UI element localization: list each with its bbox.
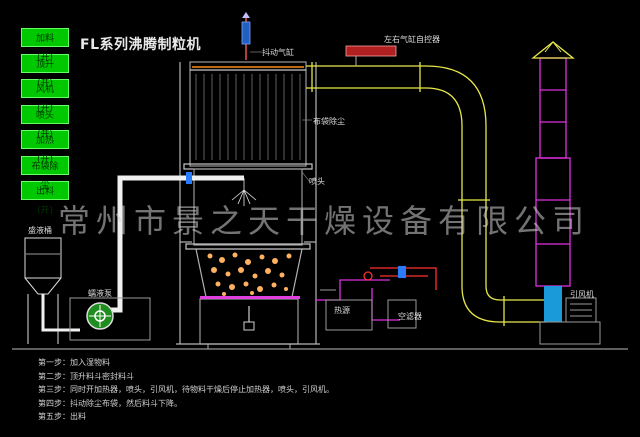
step-3: 第三步：同时开加热器，喷头，引风机，待物料干燥后停止加热器，喷头，引风机。	[38, 385, 334, 394]
tank-outlet-pipe	[41, 294, 80, 332]
label-peristaltic-pump: 蠕液泵	[88, 288, 112, 298]
air-filter-box	[387, 299, 417, 329]
step-1: 第一步：加入湿物料	[38, 358, 110, 367]
control-panel: 加料(开) 顶升(开) 风机(开) 喷头(开) 加热(开) 布袋除尘 出料(开)	[21, 28, 71, 216]
peristaltic-pump	[69, 297, 151, 341]
step-4: 第四步：抖动除尘布袋，然后料斗下降。	[38, 398, 182, 408]
distributor-plate	[200, 296, 300, 299]
pipe-connector	[186, 172, 192, 184]
discharge-valve	[243, 321, 255, 331]
fan-motor	[539, 297, 601, 345]
side-cylinder-controller	[345, 45, 397, 57]
process-steps: 第一步：加入湿物料 第二步：顶升料斗密封料斗 第三步：同时开加热器，喷头，引风机…	[38, 356, 334, 424]
heat-source-box	[325, 299, 373, 331]
stack-cap	[531, 41, 575, 59]
shaker-arrow	[242, 12, 250, 18]
granules	[207, 252, 292, 296]
exhaust-stack	[535, 57, 571, 287]
page-title: FL系列沸腾制粒机	[80, 37, 201, 53]
label-shaker-cylinder: 抖动气缸	[262, 47, 294, 57]
bag-filter-elements	[195, 74, 301, 160]
label-nozzle: 喷头	[309, 176, 325, 186]
exhaust-duct	[306, 62, 546, 326]
step-5: 第五步：出料	[38, 412, 86, 421]
step-2: 第二步：顶升料斗密封料斗	[38, 371, 134, 381]
company-watermark: 常州市景之天干燥设备有限公司	[58, 202, 591, 240]
label-induced-fan: 引风机	[570, 289, 594, 299]
induced-fan	[544, 286, 562, 322]
inlet-valve	[398, 266, 406, 278]
shaker-cylinder	[241, 21, 251, 45]
label-air-filter: 空滤器	[398, 311, 422, 321]
label-liquid-tank: 盛液桶	[28, 225, 52, 235]
discharge-on-button[interactable]: 出料(开)	[21, 181, 69, 216]
label-side-cylinder-controller: 左右气缸自控器	[384, 34, 440, 44]
label-heat-source: 热源	[334, 305, 350, 315]
label-bag-filter: 布袋除尘	[313, 116, 345, 126]
